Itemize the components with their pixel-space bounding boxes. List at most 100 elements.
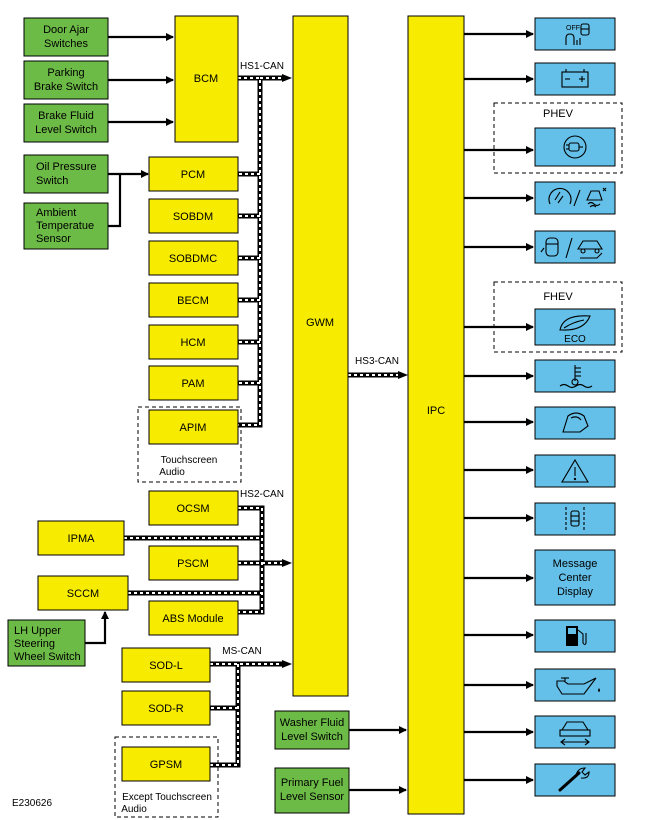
svg-text:GWM: GWM [306, 317, 334, 329]
vehicle-width-icon [534, 715, 616, 749]
module-hcm: HCM [148, 324, 239, 360]
message-center-display: Message Center Display [534, 549, 616, 606]
input-wires [85, 33, 407, 794]
module-gwm: GWM [292, 15, 349, 697]
input-parking-brake-switch: Parking Brake Switch [23, 60, 109, 100]
svg-text:SOBDM: SOBDM [173, 211, 213, 223]
module-ocsm: OCSM [148, 490, 239, 526]
lane-keeping-icon [534, 502, 616, 536]
svg-text:IPC: IPC [427, 405, 445, 417]
wrench-icon [534, 763, 616, 797]
plug-in-charge-icon [534, 127, 616, 167]
svg-text:PCM: PCM [181, 169, 205, 181]
svg-text:ABS Module: ABS Module [162, 613, 223, 625]
module-sccm: SCCM [37, 575, 129, 611]
battery-icon [534, 62, 616, 96]
input-primary-fuel-level-sensor: Primary Fuel Level Sensor [274, 767, 350, 814]
svg-text:Sensor: Sensor [36, 233, 71, 245]
phev-label: PHEV [543, 108, 574, 120]
module-pam: PAM [148, 365, 239, 401]
svg-text:PAM: PAM [181, 378, 204, 390]
hs2-can-label: HS2-CAN [240, 489, 284, 500]
svg-text:Washer Fluid: Washer Fluid [280, 717, 344, 729]
svg-text:IPMA: IPMA [68, 533, 96, 545]
svg-text:SOD-R: SOD-R [148, 703, 184, 715]
door-lock-off-icon: OFF [534, 17, 616, 51]
svg-text:Level Switch: Level Switch [281, 731, 343, 743]
svg-text:OFF: OFF [566, 25, 580, 32]
fhev-group-outline [493, 281, 623, 353]
svg-text:Wheel Switch: Wheel Switch [14, 651, 81, 663]
svg-text:APIM: APIM [180, 422, 207, 434]
module-sod-l: SOD-L [121, 647, 211, 683]
svg-text:PSCM: PSCM [177, 558, 209, 570]
touchscreen-label-2: Audio [159, 467, 185, 478]
ms-can-bus [210, 660, 292, 768]
hs3-can-bus [348, 371, 408, 379]
module-sobdmc: SOBDMC [148, 240, 239, 276]
module-pscm: PSCM [148, 545, 239, 581]
touchscreen-label-1: Touchscreen [161, 455, 218, 466]
svg-text:Temperatue: Temperatue [36, 220, 94, 232]
svg-text:SOD-L: SOD-L [149, 660, 183, 672]
module-sod-r: SOD-R [121, 690, 211, 726]
module-ipc: IPC [407, 15, 465, 815]
figure-id: E230626 [12, 798, 52, 809]
phev-group-outline [493, 102, 623, 174]
module-gpsm: GPSM [121, 746, 211, 782]
module-bcm: BCM [174, 15, 239, 143]
hs2-can-bus [124, 505, 292, 615]
input-brake-fluid-level-switch: Brake Fluid Level Switch [23, 103, 109, 143]
module-apim: APIM [148, 409, 239, 445]
except-touchscreen-label-1: Except Touchscreen [122, 792, 212, 803]
svg-text:SCCM: SCCM [67, 588, 99, 600]
fhev-label: FHEV [543, 291, 573, 303]
svg-text:Brake Fluid: Brake Fluid [38, 110, 94, 122]
svg-text:Level Sensor: Level Sensor [280, 791, 345, 803]
svg-text:Level Switch: Level Switch [35, 124, 97, 136]
svg-text:Parking: Parking [47, 67, 84, 79]
except-touchscreen-group-outline [114, 736, 219, 818]
svg-text:Switch: Switch [36, 175, 68, 187]
fuel-pump-icon [534, 619, 616, 653]
input-door-ajar-switches: Door Ajar Switches [23, 17, 109, 57]
door-open-icon [534, 230, 616, 264]
svg-text:HCM: HCM [180, 337, 205, 349]
svg-text:Center: Center [558, 572, 591, 584]
hs3-can-label: HS3-CAN [355, 356, 399, 367]
oil-can-icon [534, 668, 616, 702]
svg-text:Ambient: Ambient [36, 207, 76, 219]
svg-text:GPSM: GPSM [150, 759, 182, 771]
module-sobdm: SOBDM [148, 198, 239, 234]
svg-text:BCM: BCM [194, 73, 218, 85]
svg-text:ECO: ECO [564, 334, 586, 345]
svg-text:Primary Fuel: Primary Fuel [281, 777, 343, 789]
tire-pressure-icon [534, 406, 616, 440]
svg-text:BECM: BECM [177, 295, 209, 307]
input-oil-pressure-switch: Oil Pressure Switch [23, 154, 109, 194]
svg-text:Door Ajar: Door Ajar [43, 24, 89, 36]
module-pcm: PCM [148, 156, 239, 192]
svg-text:Brake Switch: Brake Switch [34, 81, 98, 93]
svg-text:Switches: Switches [44, 38, 89, 50]
svg-text:Oil Pressure: Oil Pressure [36, 161, 97, 173]
svg-text:LH Upper: LH Upper [14, 625, 61, 637]
input-washer-fluid-level-switch: Washer Fluid Level Switch [274, 710, 350, 750]
except-touchscreen-label-2: Audio [121, 804, 147, 815]
hs1-can-bus [238, 74, 292, 428]
module-becm: BECM [148, 282, 239, 318]
coolant-temperature-icon [534, 359, 616, 393]
ipc-output-arrows [464, 30, 534, 784]
module-abs: ABS Module [148, 600, 239, 636]
svg-text:Steering: Steering [14, 638, 55, 650]
ms-can-label: MS-CAN [222, 646, 261, 657]
touchscreen-group-outline [137, 406, 242, 483]
traction-control-icon [534, 181, 616, 215]
svg-text:Message: Message [553, 558, 598, 570]
svg-text:SOBDMC: SOBDMC [169, 253, 217, 265]
eco-leaf-icon: ECO [534, 308, 616, 346]
input-ambient-temperature-sensor: Ambient Temperatue Sensor [23, 202, 109, 250]
hs1-can-label: HS1-CAN [240, 61, 284, 72]
svg-text:OCSM: OCSM [177, 503, 210, 515]
